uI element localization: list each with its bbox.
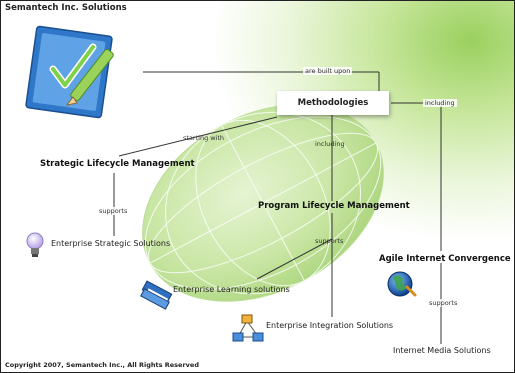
edge-label-including-center: including: [315, 140, 345, 148]
methodologies-label: Methodologies: [297, 98, 369, 108]
edge-label-supports-center: supports: [315, 237, 344, 245]
copyright-notice: Copyright 2007, Semantech Inc., All Righ…: [5, 361, 199, 369]
network-icon: [232, 314, 264, 342]
node-enterprise-integration: Enterprise Integration Solutions: [266, 321, 394, 330]
node-enterprise-learning: Enterprise Learning solutions: [173, 285, 290, 294]
page-title: Semantech Inc. Solutions: [5, 3, 127, 13]
edge-label-including-right: including: [423, 99, 457, 107]
node-strategic-lifecycle: Strategic Lifecycle Management: [40, 159, 195, 169]
edge-label-supports-left: supports: [97, 207, 130, 215]
node-internet-media: Internet Media Solutions: [393, 346, 491, 355]
node-enterprise-strategic: Enterprise Strategic Solutions: [51, 239, 171, 248]
wireframe-sphere: [142, 104, 384, 302]
edge-label-starting-with: starting with: [183, 134, 225, 142]
globe-icon: [387, 271, 417, 297]
methodologies-box: Methodologies: [277, 91, 389, 115]
node-agile-internet: Agile Internet Convergence: [379, 254, 511, 264]
node-program-lifecycle: Program Lifecycle Management: [258, 201, 410, 211]
books-icon: [140, 280, 173, 310]
edge-label-built-upon: are built upon: [303, 67, 353, 75]
checklist-pencil-icon: [25, 25, 114, 119]
edge-label-supports-right: supports: [427, 299, 460, 307]
edge-starting-with: [118, 116, 278, 157]
lightbulb-icon: [26, 232, 44, 257]
